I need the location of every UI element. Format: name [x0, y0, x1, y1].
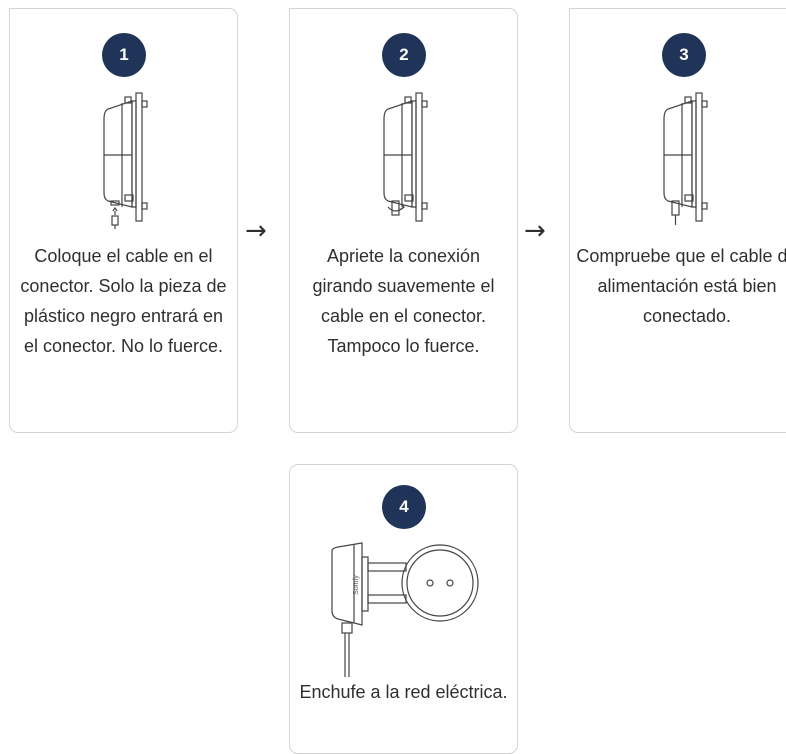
step-instruction: Compruebe que el cable de alimentación e… [576, 246, 786, 326]
step-card-1: 1 Coloque el cable en el conector. Solo … [9, 8, 238, 433]
step-number-badge: 1 [102, 33, 146, 77]
step-instruction: Enchufe a la red eléctrica. [299, 682, 508, 702]
step-card-2: 2 Apriete la conexión girando suavemente… [289, 8, 518, 433]
step-number-badge: 4 [382, 485, 426, 529]
step-card-4: 4 Somfy Enchufe a la red eléctrica. [289, 464, 518, 754]
power-adapter-outlet-illustration: Somfy [331, 542, 479, 677]
step-instruction: Coloque el cable en el conector. Solo la… [20, 246, 227, 356]
step-number-badge: 3 [662, 33, 706, 77]
device-connector-insert-illustration [103, 92, 148, 229]
adapter-brand-label: Somfy [353, 575, 360, 595]
arrow-right-icon: → [524, 216, 546, 246]
step-number-badge: 2 [382, 33, 426, 77]
arrow-right-icon: → [245, 216, 267, 246]
step-instruction: Apriete la conexión girando suavemente e… [312, 246, 495, 356]
device-connected-illustration [663, 92, 708, 225]
device-connector-twist-illustration [383, 92, 428, 222]
step-card-3: 3 Compruebe que el cable de alimentación… [569, 8, 786, 433]
